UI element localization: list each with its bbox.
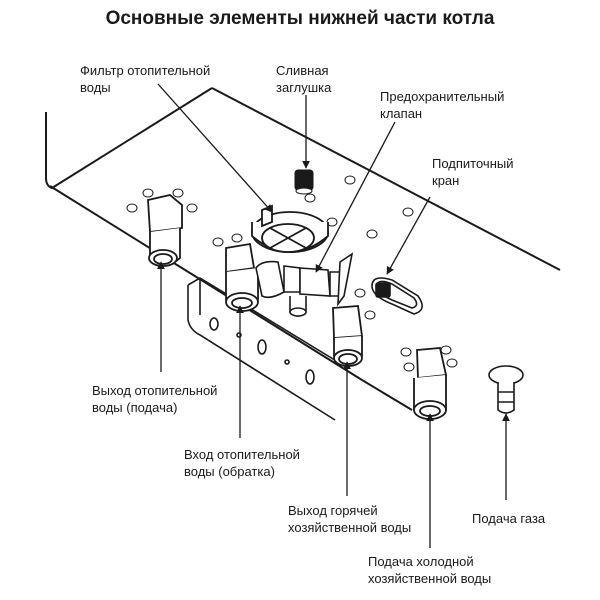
label-gas-supply: Подача газа: [472, 511, 546, 526]
label-safety-valve: Предохранительный клапан: [380, 89, 505, 121]
gas-supply-fitting: [488, 365, 524, 414]
leader-makeup-tap: [386, 196, 431, 275]
label-heating-inlet: Вход отопительной воды (обратка): [184, 447, 300, 479]
drain-plug: [294, 169, 314, 195]
label-makeup-tap: Подпиточный кран: [432, 156, 514, 188]
cold-dhw-inlet-fitting: [413, 347, 448, 420]
heating-inlet-fitting: [225, 242, 259, 312]
makeup-tap: [371, 277, 423, 315]
leader-safety-valve: [315, 121, 396, 273]
leader-heating-filter: [157, 83, 273, 213]
heating-filter: [251, 204, 329, 253]
label-cold-dhw-inlet: Подача холодной хозяйственной воды: [368, 554, 492, 586]
boiler-bottom-plate: [45, 87, 561, 411]
leader-lines: [157, 83, 510, 548]
label-heating-filter: Фильтр отопительной воды: [80, 63, 211, 95]
label-heating-outlet: Выход отопительной воды (подача): [92, 383, 218, 415]
hot-dhw-outlet-fitting: [332, 305, 364, 367]
manifold-bracket: [187, 277, 339, 421]
safety-valve: [255, 252, 354, 317]
label-hot-dhw-outlet: Выход горячей хозяйственной воды: [288, 503, 412, 535]
heating-outlet-fitting: [147, 194, 183, 267]
label-drain-plug: Сливная заглушка: [276, 63, 332, 95]
diagram-title: Основные элементы нижней части котла: [105, 8, 495, 29]
mounting-bolts: [126, 175, 458, 372]
